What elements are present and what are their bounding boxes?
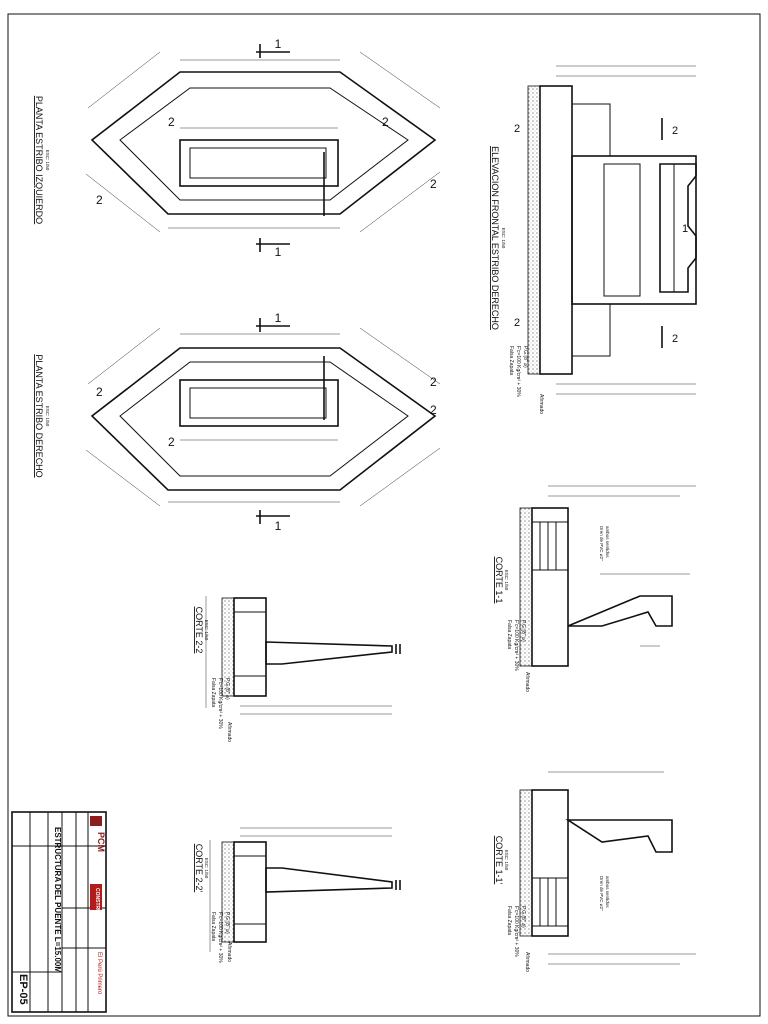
s22-fc: F'c=100 Kg/cm² + 30%: [217, 678, 223, 729]
s11p-fc: F'c=100 Kg/cm² + 30%: [513, 906, 519, 957]
s22-afirmado: Afirmado: [226, 722, 232, 742]
cut-mark-1-top-left: 1: [275, 37, 282, 51]
cut-mark-1-top-right: 1: [275, 311, 282, 325]
elev-falsa-zapata: Falsa Zapata: [508, 346, 514, 375]
section-1-1p-title: CORTE 1-1': [494, 836, 504, 885]
title-block-partner-logo: CONSTRUCCION: [94, 888, 100, 929]
section-1-1-title: CORTE 1-1: [494, 557, 504, 604]
title-block-org-logo: PCM: [96, 832, 106, 852]
elev-pg: P.G.(8" ⌀): [522, 346, 528, 368]
s11p-afirmado: Afirmado: [524, 952, 530, 972]
elev-cut-2-left-bottom: 2: [514, 317, 520, 329]
section-2-2p-scale: ESC: 1/50: [204, 858, 209, 879]
section-2-2-scale: ESC: 1/50: [204, 620, 209, 641]
cut-mark-2-left-c: 2: [382, 115, 389, 129]
s11-pg: P.G.(8" ⌀): [520, 620, 526, 642]
elev-cut-1: 1: [682, 223, 688, 235]
elev-cut-2-left-top: 2: [514, 123, 520, 135]
elevation-scale: ESC: 1/50: [501, 228, 506, 249]
cut-mark-1-bottom-left: 1: [275, 245, 282, 259]
section-1-1-scale: ESC: 1/50: [504, 570, 509, 591]
s11p-falsa-zapata: Falsa Zapata: [506, 906, 512, 935]
elevation-title: ELEVACION FRONTAL ESTRIBO DERECHO: [490, 146, 500, 330]
section-2-2: [205, 596, 401, 715]
cut-mark-2-right-b: 2: [168, 435, 175, 449]
plan-left-abutment: 1 1 2 2 2 2: [85, 37, 441, 259]
elev-fc: F'c=100 Kg/cm² + 30%: [515, 346, 521, 397]
s11-falsa-zapata: Falsa Zapata: [506, 620, 512, 649]
s22p-afirmado: Afirmado: [226, 942, 232, 962]
s11p-dren: Dren de PVC ⌀2": [599, 876, 604, 911]
s11p-dren-sub: ambos sentidos: [605, 876, 610, 908]
section-2-2p-title: CORTE 2-2': [194, 844, 204, 893]
s22p-fc: F'c=100 Kg/cm² + 30%: [217, 912, 223, 963]
section-2-2-prime: [209, 827, 401, 952]
plan-right-scale: ESC: 1/50: [45, 406, 50, 427]
plan-right-title: PLANTA ESTRIBO DERECHO: [34, 354, 44, 477]
elev-cut-2-top: 2: [672, 125, 678, 137]
title-block: [11, 811, 107, 1013]
sheet-border: [7, 13, 761, 1017]
s11-afirmado: Afirmado: [524, 672, 530, 692]
section-1-1-prime: [519, 771, 696, 965]
section-2-2-title: CORTE 2-2: [194, 607, 204, 654]
plan-left-title: PLANTA ESTRIBO IZQUIERDO: [34, 96, 44, 224]
cut-mark-2-right-c: 2: [430, 375, 437, 389]
front-elevation: 2 2 1 2 2: [514, 65, 697, 395]
s22p-pg: P.G.(8" ⌀): [224, 912, 230, 934]
cut-mark-2-left-b: 2: [168, 115, 175, 129]
sheet-title: ESTRUCTURA DEL PUENTE L=15.00M: [53, 827, 62, 973]
elev-cut-2-bottom: 2: [672, 333, 678, 345]
s22-falsa-zapata: Falsa Zapata: [210, 678, 216, 707]
plan-left-scale: ESC: 1/50: [45, 150, 50, 171]
s11-dren-sub: ambos sentidos: [605, 526, 610, 558]
title-block-gov-logo: El Perú Primero: [96, 952, 102, 995]
sheet-code: EP-05: [17, 974, 29, 1005]
s11-dren: Dren de PVC ⌀2": [599, 526, 604, 561]
s22-pg: P.G.(8" ⌀): [224, 678, 230, 700]
s11-fc: F'c=100 Kg/cm² + 30%: [513, 620, 519, 671]
plan-right-abutment: 1 1 2 2 2 2: [85, 311, 441, 533]
cut-mark-2-left-a: 2: [96, 193, 103, 207]
s22p-falsa-zapata: Falsa Zapata: [210, 912, 216, 941]
cut-mark-1-bottom-right: 1: [275, 519, 282, 533]
s11p-pg: P.G.(8" ⌀): [520, 906, 526, 928]
section-1-1p-scale: ESC: 1/50: [504, 850, 509, 871]
cut-mark-2-left-d: 2: [430, 177, 437, 191]
elev-afirmado: Afirmado: [538, 394, 544, 414]
cut-mark-2-right-a: 2: [96, 385, 103, 399]
cut-mark-2-right-d: 2: [430, 403, 437, 417]
section-1-1: [519, 485, 696, 667]
